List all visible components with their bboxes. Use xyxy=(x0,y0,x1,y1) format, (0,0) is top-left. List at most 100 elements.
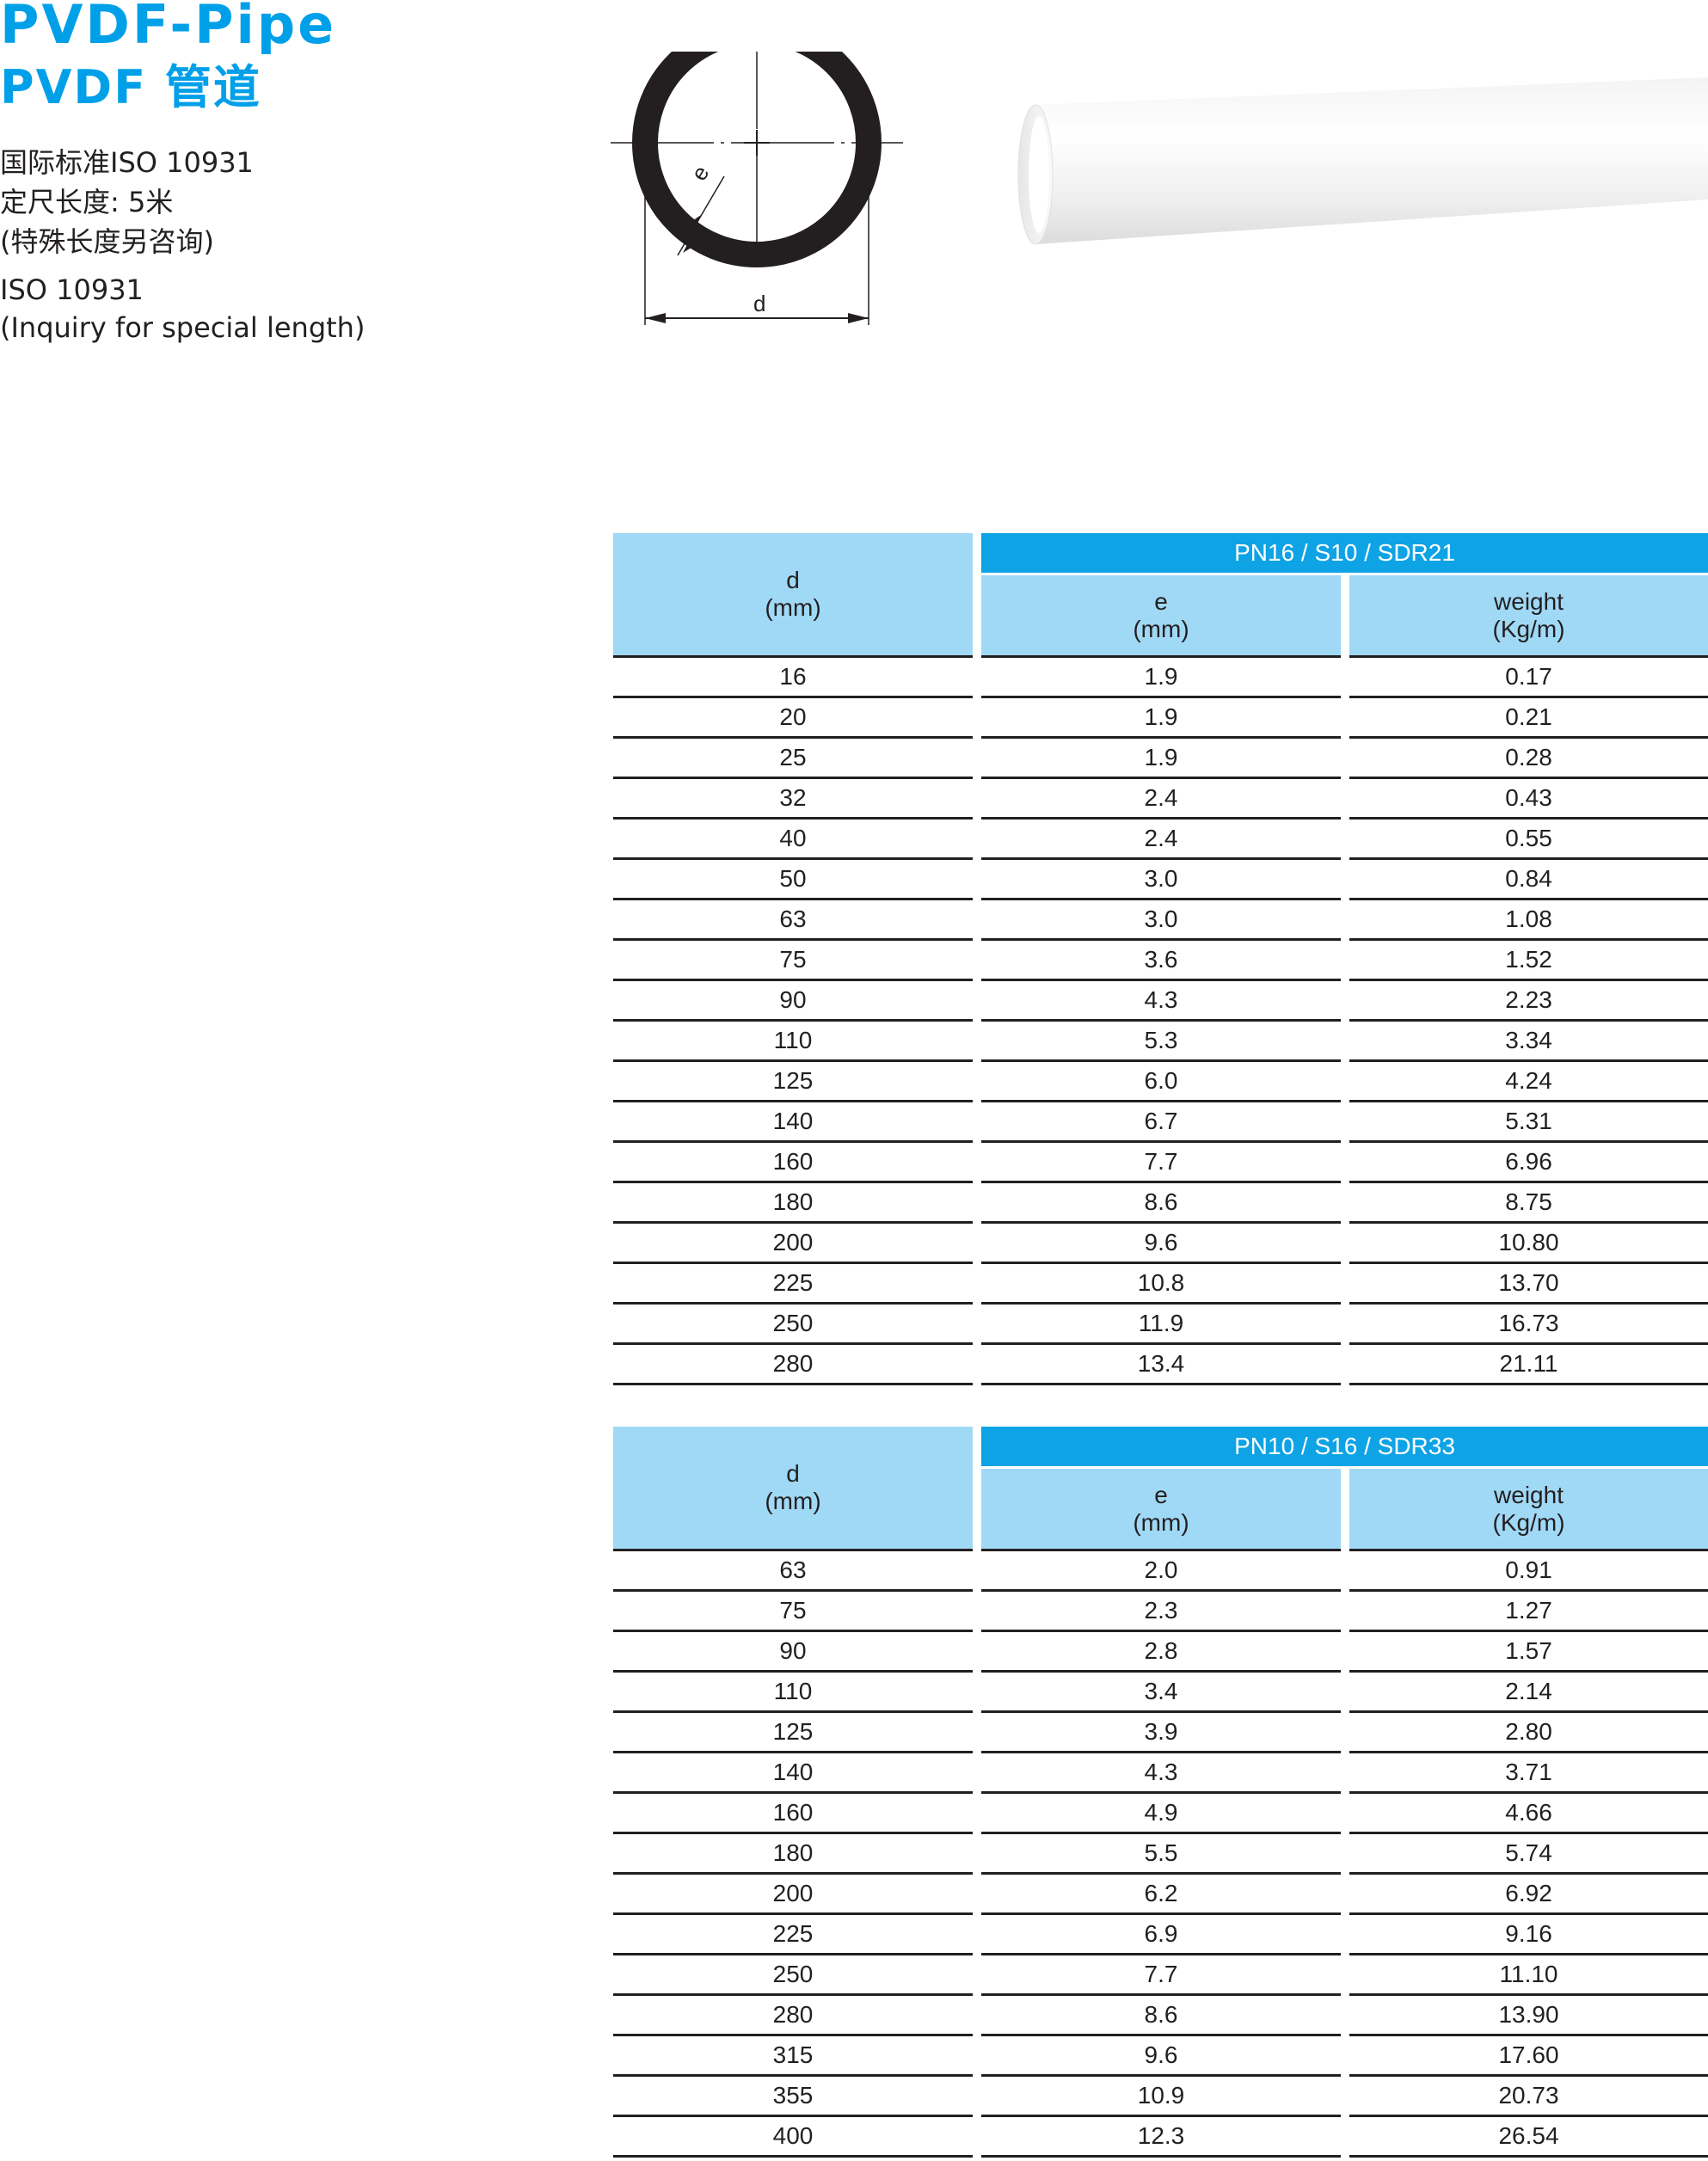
cell-e: 10.9 xyxy=(981,2077,1341,2117)
cell-e: 3.6 xyxy=(981,941,1341,981)
cell-e: 9.6 xyxy=(981,2036,1341,2077)
cell-weight: 0.43 xyxy=(1349,779,1708,820)
header-d: d(mm) xyxy=(613,533,973,658)
cell-weight: 26.54 xyxy=(1349,2117,1708,2158)
cell-weight: 0.91 xyxy=(1349,1551,1708,1592)
cell-weight: 17.60 xyxy=(1349,2036,1708,2077)
cell-d: 110 xyxy=(613,1673,973,1713)
cell-e: 3.0 xyxy=(981,860,1341,900)
cell-weight: 21.11 xyxy=(1349,1345,1708,1385)
cell-d: 200 xyxy=(613,1224,973,1264)
cell-d: 63 xyxy=(613,1551,973,1592)
cell-e: 7.7 xyxy=(981,1143,1341,1183)
cell-e: 9.6 xyxy=(981,1224,1341,1264)
cell-weight: 13.90 xyxy=(1349,1996,1708,2036)
spec-inquiry-en: (Inquiry for special length) xyxy=(0,311,366,344)
cell-weight: 6.96 xyxy=(1349,1143,1708,1183)
cell-d: 180 xyxy=(613,1834,973,1875)
cell-d: 200 xyxy=(613,1875,973,1915)
cell-d: 140 xyxy=(613,1753,973,1794)
cell-e: 8.6 xyxy=(981,1996,1341,2036)
cell-weight: 10.80 xyxy=(1349,1224,1708,1264)
cell-e: 3.9 xyxy=(981,1713,1341,1753)
cell-e: 1.9 xyxy=(981,658,1341,698)
cell-e: 3.4 xyxy=(981,1673,1341,1713)
pipe-product-image xyxy=(1017,77,1708,245)
cell-e: 8.6 xyxy=(981,1183,1341,1224)
cell-e: 3.0 xyxy=(981,900,1341,941)
header-d: d(mm) xyxy=(613,1427,973,1551)
cell-e: 4.3 xyxy=(981,1753,1341,1794)
cell-d: 40 xyxy=(613,820,973,860)
cell-weight: 20.73 xyxy=(1349,2077,1708,2117)
dimension-line-e xyxy=(677,175,725,256)
cell-e: 1.9 xyxy=(981,698,1341,739)
cell-d: 160 xyxy=(613,1794,973,1834)
cell-weight: 16.73 xyxy=(1349,1305,1708,1345)
cell-d: 50 xyxy=(613,860,973,900)
header-e: e(mm) xyxy=(981,573,1341,658)
cell-e: 6.2 xyxy=(981,1875,1341,1915)
cell-e: 2.3 xyxy=(981,1592,1341,1632)
cell-d: 180 xyxy=(613,1183,973,1224)
cell-weight: 8.75 xyxy=(1349,1183,1708,1224)
page-title: PVDF-Pipe xyxy=(0,0,337,56)
cell-e: 6.0 xyxy=(981,1062,1341,1102)
cell-e: 2.0 xyxy=(981,1551,1341,1592)
cell-weight: 2.14 xyxy=(1349,1673,1708,1713)
cell-d: 16 xyxy=(613,658,973,698)
spec-inquiry-cn: (特殊长度另咨询) xyxy=(0,225,214,258)
cell-e: 6.9 xyxy=(981,1915,1341,1955)
cell-d: 400 xyxy=(613,2117,973,2158)
cell-e: 6.7 xyxy=(981,1102,1341,1143)
cell-d: 75 xyxy=(613,941,973,981)
cell-d: 250 xyxy=(613,1305,973,1345)
cell-weight: 13.70 xyxy=(1349,1264,1708,1305)
spec-standard-en: ISO 10931 xyxy=(0,273,144,306)
header-e: e(mm) xyxy=(981,1466,1341,1551)
cell-d: 90 xyxy=(613,981,973,1022)
cell-e: 7.7 xyxy=(981,1955,1341,1996)
cell-d: 280 xyxy=(613,1996,973,2036)
cell-d: 225 xyxy=(613,1915,973,1955)
cell-weight: 0.55 xyxy=(1349,820,1708,860)
cell-weight: 11.10 xyxy=(1349,1955,1708,1996)
cell-weight: 3.71 xyxy=(1349,1753,1708,1794)
cell-weight: 4.66 xyxy=(1349,1794,1708,1834)
cell-d: 32 xyxy=(613,779,973,820)
spec-length-cn: 定尺长度: 5米 xyxy=(0,186,174,218)
cell-weight: 5.31 xyxy=(1349,1102,1708,1143)
cell-d: 125 xyxy=(613,1713,973,1753)
cell-e: 1.9 xyxy=(981,739,1341,779)
cell-e: 12.3 xyxy=(981,2117,1341,2158)
cell-weight: 0.21 xyxy=(1349,698,1708,739)
cell-e: 5.5 xyxy=(981,1834,1341,1875)
cell-weight: 9.16 xyxy=(1349,1915,1708,1955)
cell-e: 2.4 xyxy=(981,779,1341,820)
cell-weight: 1.52 xyxy=(1349,941,1708,981)
cell-e: 13.4 xyxy=(981,1345,1341,1385)
cell-e: 5.3 xyxy=(981,1022,1341,1062)
